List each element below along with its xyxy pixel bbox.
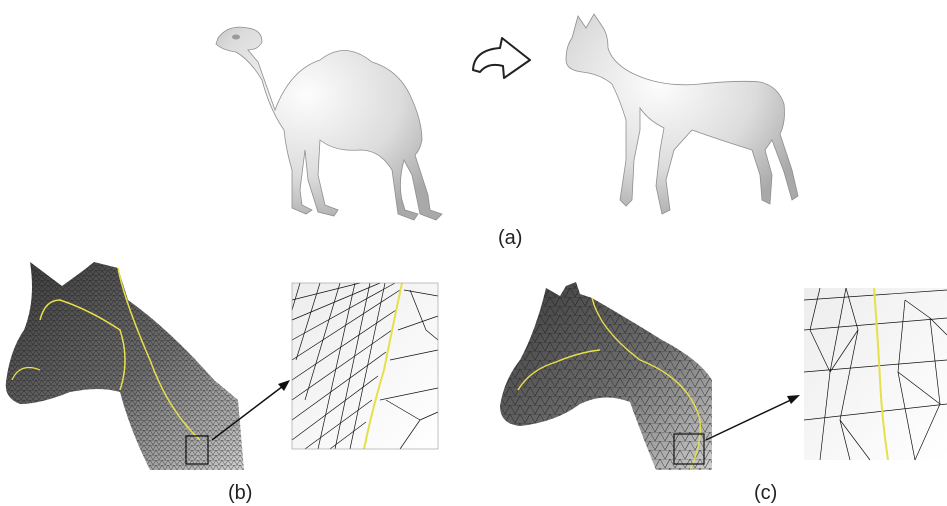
mesh-head-c <box>500 282 712 470</box>
zoom-inset-c <box>804 288 947 460</box>
caption-a: (a) <box>498 227 522 250</box>
camel-model <box>216 27 442 220</box>
curved-arrow-icon <box>473 38 530 78</box>
zoom-inset-b <box>292 283 438 449</box>
horse-model <box>566 14 798 214</box>
caption-b: (b) <box>228 482 252 505</box>
caption-c: (c) <box>754 482 777 505</box>
arrow-icon <box>706 395 800 440</box>
mesh-head-b <box>6 262 244 470</box>
